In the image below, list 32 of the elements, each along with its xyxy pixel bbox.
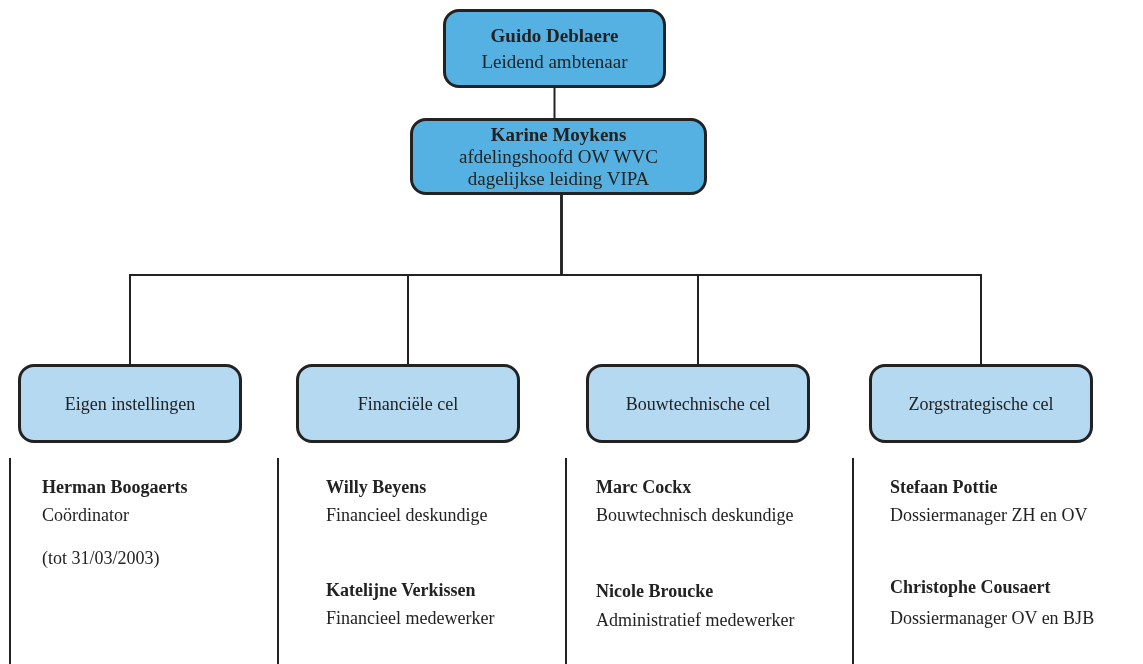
- staff-role: Coördinator: [42, 504, 130, 527]
- staff-role: Dossiermanager ZH en OV: [890, 504, 1089, 527]
- staff-name: Stefaan Pottie: [890, 476, 999, 499]
- staff-name: Marc Cockx: [596, 476, 693, 499]
- job-title: Leidend ambtenaar: [481, 50, 628, 73]
- unit-name: Bouwtechnische cel: [625, 392, 771, 415]
- person-box: [443, 9, 666, 88]
- unit-box: [869, 364, 1093, 443]
- staff-role: Administratief medewerker: [596, 609, 796, 632]
- connector-line: [560, 194, 982, 365]
- unit-name: Eigen instellingen: [64, 392, 196, 415]
- unit-name: Zorgstrategische cel: [908, 392, 1054, 415]
- staff-role: Financieel deskundige: [326, 504, 489, 527]
- staff-name: Katelijne Verkissen: [326, 579, 477, 602]
- unit-box: [296, 364, 520, 443]
- staff-role: Bouwtechnisch deskundige: [596, 504, 795, 527]
- staff-name: Herman Boogaerts: [42, 476, 189, 499]
- unit-box: [18, 364, 242, 443]
- person-box: [410, 118, 707, 195]
- staff-name: Nicole Broucke: [596, 580, 715, 603]
- staff-name: Willy Beyens: [326, 476, 428, 499]
- unit-name: Financiële cel: [357, 392, 459, 415]
- staff-role: (tot 31/03/2003): [42, 547, 161, 570]
- staff-role: Dossiermanager OV en BJB: [890, 607, 1096, 630]
- staff-name: Christophe Cousaert: [890, 576, 1052, 599]
- unit-box: [586, 364, 810, 443]
- staff-role: Financieel medewerker: [326, 607, 496, 630]
- connector-line: [553, 87, 556, 119]
- person-name: Guido Deblaere: [490, 24, 619, 47]
- job-title: afdelingshoofd OW WVC: [459, 145, 658, 168]
- person-name: Karine Moykens: [490, 123, 627, 146]
- job-title: dagelijkse leiding VIPA: [467, 167, 650, 190]
